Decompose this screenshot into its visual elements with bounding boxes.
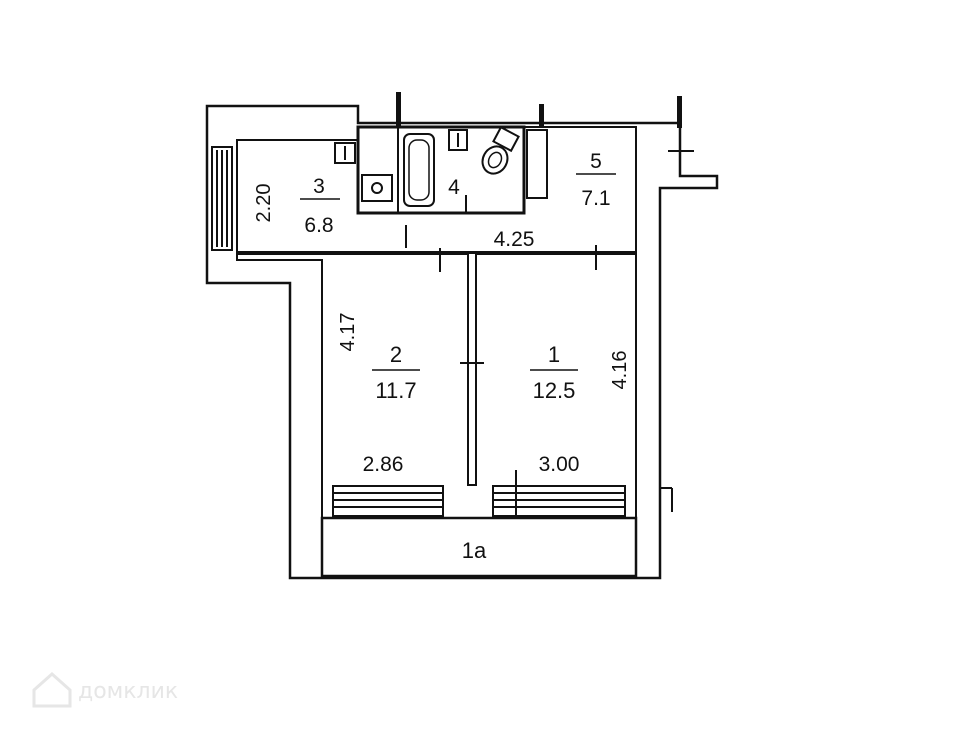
room-2-area: 11.7	[375, 378, 416, 403]
bathroom-walls	[356, 125, 526, 215]
room-3-area: 6.8	[304, 214, 333, 237]
bathtub-inner-icon	[408, 139, 430, 201]
dim-room2-width: 2.86	[363, 453, 404, 476]
wall-stub	[677, 96, 682, 128]
room-1a-number: 1a	[462, 538, 487, 563]
shaft-column	[526, 129, 548, 199]
room-5-label: 5 7.1	[576, 150, 616, 210]
balcony-1a	[320, 516, 638, 578]
room-1-number: 1	[548, 342, 560, 367]
balcony-windows	[332, 470, 626, 530]
door-marks	[405, 138, 694, 364]
bathtub-icon	[403, 133, 435, 207]
toilet-icon	[481, 125, 520, 175]
room-3-label: 3 6.8	[300, 175, 340, 237]
dim-room1-width: 3.00	[539, 453, 580, 476]
room-1-label: 1 12.5	[530, 342, 578, 403]
room-3-number: 3	[313, 175, 325, 198]
room-2-label: 2 11.7	[372, 342, 420, 403]
room-divider-wall	[467, 252, 477, 486]
wall-stub	[539, 104, 544, 127]
room-5-area: 7.1	[581, 187, 610, 210]
watermark-text: домклик	[78, 679, 178, 704]
dim-room3-width: 2.20	[253, 184, 275, 223]
room-2-number: 2	[390, 342, 402, 367]
dim-room1-length: 4.16	[609, 351, 631, 390]
dim-room2-length: 4.17	[337, 313, 359, 352]
house-logo-icon	[32, 671, 72, 708]
room-4-number: 4	[448, 176, 460, 199]
watermark: домклик	[32, 671, 178, 708]
wall-stub	[396, 92, 401, 127]
dim-hall-length: 4.25	[494, 228, 535, 251]
room-1-area: 12.5	[533, 378, 576, 403]
sink-drain-icon	[371, 182, 383, 194]
room-5-number: 5	[590, 150, 602, 173]
sink-icon	[361, 174, 393, 202]
